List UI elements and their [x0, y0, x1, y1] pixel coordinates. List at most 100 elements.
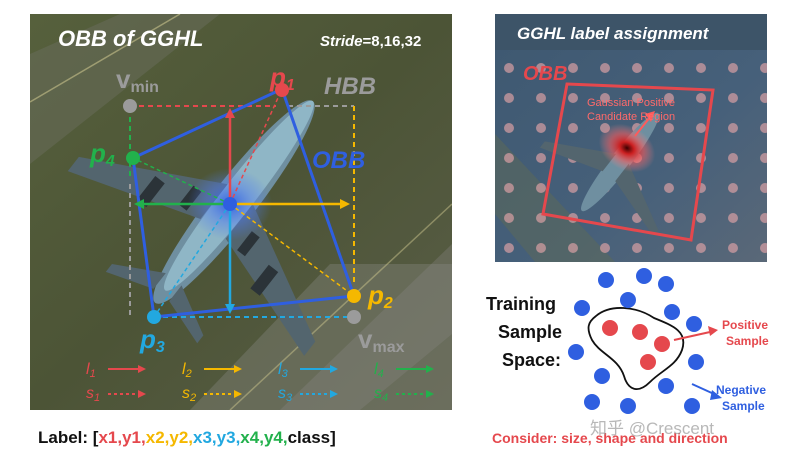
label-suffix: class]	[287, 428, 336, 447]
negative-label-1: Negative	[716, 383, 766, 397]
anchor-dot	[728, 243, 738, 253]
positive-sample-dot	[640, 354, 656, 370]
label-item: y3,	[216, 428, 241, 447]
anchor-dot	[696, 93, 706, 103]
stride-label: Stride=8,16,32	[320, 33, 421, 50]
anchor-dot	[504, 213, 514, 223]
anchor-grid	[504, 63, 767, 253]
positive-sample-dot	[654, 336, 670, 352]
negative-sample-dot	[684, 398, 700, 414]
anchor-dot	[696, 63, 706, 73]
anchor-dot	[504, 153, 514, 163]
legend-s-label: s2	[182, 385, 196, 404]
legend-s-label: s1	[86, 385, 100, 404]
anchor-dot	[600, 213, 610, 223]
anchor-dot	[504, 123, 514, 133]
label-item: x4,	[240, 428, 264, 447]
anchor-dot	[536, 153, 546, 163]
anchor-dot	[664, 123, 674, 133]
negative-sample-dot	[620, 292, 636, 308]
negative-sample-dot	[636, 268, 652, 284]
label-item: x2,	[145, 428, 170, 447]
anchor-dot	[728, 93, 738, 103]
anchor-dot	[632, 63, 642, 73]
negative-sample-dot	[658, 276, 674, 292]
legend-l-label: l4	[374, 361, 384, 380]
positive-boundary	[587, 307, 685, 390]
anchor-dot	[728, 123, 738, 133]
label-item: y1,	[122, 428, 146, 447]
label-assignment-panel: GGHL label assignment OBB Gaussian Posit…	[495, 14, 767, 262]
negative-sample-dot	[594, 368, 610, 384]
gaussian-positive-region	[598, 123, 656, 173]
anchor-dot	[664, 153, 674, 163]
label-prefix: Label: [	[38, 428, 99, 447]
negative-sample-dot	[574, 300, 590, 316]
legend-arrow-head	[330, 365, 338, 373]
anchor-dot	[696, 243, 706, 253]
positive-label-2: Sample	[726, 334, 769, 348]
anchor-dot	[536, 93, 546, 103]
label-format: Label: [x1,y1,x2,y2,x3,y3,x4,y4,class]	[38, 428, 336, 448]
legend-s-label: s4	[374, 385, 388, 404]
vmin-label: vmin	[116, 64, 159, 96]
positive-label-1: Positive	[722, 318, 768, 332]
anchor-dot	[728, 213, 738, 223]
vmax-point	[347, 310, 361, 324]
anchor-dot	[504, 93, 514, 103]
region-pointer-head	[645, 111, 655, 122]
sample-space-title-3: Space:	[502, 350, 561, 370]
anchor-dot	[664, 243, 674, 253]
obb-box	[541, 82, 715, 242]
taxi-line	[30, 14, 181, 103]
positive-sample-dot	[602, 320, 618, 336]
negative-sample-dot	[584, 394, 600, 410]
legend-arrow-head	[138, 390, 146, 398]
anchor-dot	[504, 183, 514, 193]
consider-note: Consider: size, shape and direction	[492, 430, 728, 446]
anchor-dot	[600, 93, 610, 103]
legend-arrow-head	[426, 365, 434, 373]
legend-arrow-head	[330, 390, 338, 398]
negative-label-2: Sample	[722, 399, 765, 413]
anchor-dot	[664, 183, 674, 193]
anchor-dot	[664, 63, 674, 73]
center-point	[223, 197, 237, 211]
legend-l-label: l2	[182, 361, 192, 380]
anchor-dot	[632, 93, 642, 103]
anchor-dot	[536, 243, 546, 253]
assignment-panel-title: GGHL label assignment	[517, 24, 710, 43]
obb-panel: OBB of GGHL Stride=8,16,32 vmin p1 HBB O…	[30, 14, 452, 410]
vmax-label: vmax	[358, 324, 405, 356]
region-label-line2: Candidate Region	[587, 111, 675, 123]
watermark: 知乎 @Crescent	[590, 419, 715, 438]
sample-space-title-2: Sample	[498, 322, 562, 342]
anchor-dot	[600, 243, 610, 253]
obb-label: OBB	[523, 63, 567, 85]
training-sample-space: Training Sample Space: Positive Sample N…	[486, 268, 769, 414]
legend-arrow-head	[234, 390, 242, 398]
p2-label: p2	[367, 280, 393, 312]
anchor-dot	[760, 183, 767, 193]
anchor-dot	[504, 243, 514, 253]
anchor-dot	[568, 183, 578, 193]
anchor-dot	[568, 123, 578, 133]
negative-samples	[568, 268, 704, 414]
label-item: y4,	[263, 428, 288, 447]
p4-label: p4	[89, 138, 115, 170]
negative-sample-dot	[664, 304, 680, 320]
legend-arrow-head	[426, 390, 434, 398]
p2-point	[347, 289, 361, 303]
distance-arrows	[132, 88, 355, 318]
label-item: y2,	[169, 428, 194, 447]
negative-sample-dot	[568, 344, 584, 360]
legend-arrow-head	[234, 365, 242, 373]
anchor-dot	[568, 243, 578, 253]
negative-sample-dot	[658, 378, 674, 394]
anchor-dot	[760, 63, 767, 73]
negative-sample-dot	[686, 316, 702, 332]
anchor-dot	[728, 183, 738, 193]
anchor-dot	[536, 123, 546, 133]
negative-arrow	[691, 383, 715, 395]
obb-panel-title: OBB of GGHL	[58, 26, 203, 51]
